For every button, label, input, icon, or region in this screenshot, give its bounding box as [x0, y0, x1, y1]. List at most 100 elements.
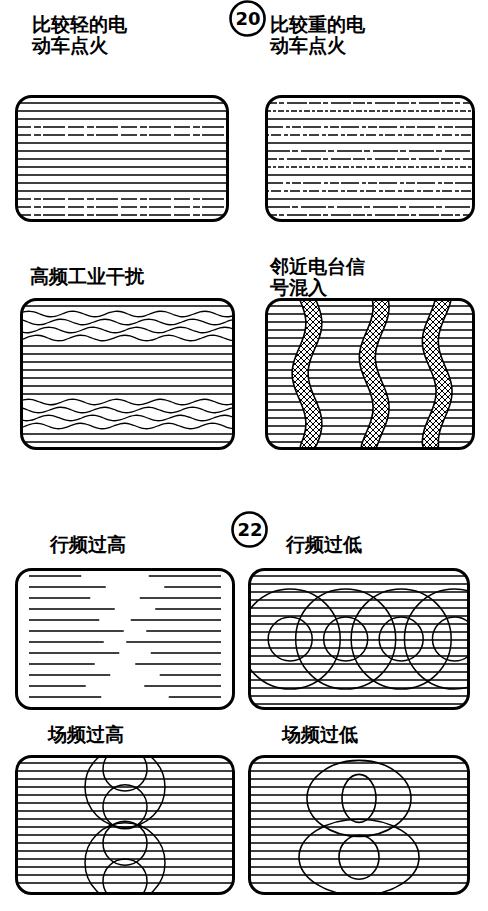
- screen-art: [248, 755, 470, 895]
- scan-line: [29, 575, 81, 576]
- wave-line: [22, 319, 233, 325]
- scan-line: [155, 608, 221, 609]
- scan-line: [29, 597, 90, 598]
- scan-line: [250, 786, 468, 787]
- scan-line: [149, 575, 221, 576]
- scan-line: [22, 377, 233, 378]
- scan-line: [17, 158, 227, 159]
- scan-line: [29, 663, 95, 664]
- scan-line: [250, 583, 468, 584]
- screen-caption: 行频过低: [286, 534, 362, 555]
- scan-line: [17, 882, 233, 883]
- scan-line: [267, 110, 473, 111]
- ring: [432, 617, 468, 661]
- tv-screen: 行频过低: [248, 568, 470, 710]
- scan-line: [17, 834, 233, 835]
- scan-line: [131, 619, 221, 620]
- scan-line: [17, 182, 227, 183]
- scan-line: [267, 198, 473, 199]
- scan-line: [17, 126, 227, 127]
- screen-art: [15, 568, 235, 710]
- scan-line: [22, 441, 233, 442]
- scan-line: [126, 641, 221, 642]
- scan-line: [135, 663, 221, 664]
- scan-line: [17, 166, 227, 167]
- scan-line: [267, 182, 473, 183]
- scan-line: [17, 818, 233, 819]
- scan-line: [17, 174, 227, 175]
- scan-line: [250, 850, 468, 851]
- scan-line: [250, 762, 468, 763]
- wave-line: [22, 311, 233, 317]
- tv-screen: 高频工业干扰: [20, 298, 235, 450]
- scan-line: [250, 842, 468, 843]
- scan-line: [267, 206, 473, 207]
- scan-line: [151, 652, 221, 653]
- scan-line: [22, 369, 233, 370]
- scan-line: [22, 393, 233, 394]
- screen-pattern: [267, 300, 473, 448]
- scan-line: [164, 586, 221, 587]
- screen-border: [17, 570, 234, 709]
- screen-pattern: [250, 576, 468, 704]
- scan-line: [29, 630, 124, 631]
- ring: [103, 757, 147, 791]
- screen-pattern: [29, 576, 221, 697]
- screen-border: [267, 97, 474, 221]
- wave-line: [22, 399, 233, 405]
- screen-pattern: [22, 306, 233, 442]
- screen-border: [17, 757, 234, 894]
- scan-line: [160, 674, 221, 675]
- wave-line: [22, 415, 233, 421]
- scan-line: [17, 190, 227, 191]
- screen-pattern: [267, 103, 473, 215]
- screen-ground: [250, 757, 469, 894]
- scan-line: [267, 118, 473, 119]
- screen-art: [15, 755, 235, 895]
- interference-band: [292, 300, 322, 448]
- ring: [299, 819, 419, 893]
- scan-line: [17, 778, 233, 779]
- figure-number: 20: [235, 9, 260, 29]
- scan-line: [250, 575, 468, 576]
- scan-line: [250, 639, 468, 640]
- screen-border: [250, 570, 469, 709]
- scan-line: [267, 174, 473, 175]
- scan-line: [250, 695, 468, 696]
- screen-ground: [17, 757, 234, 894]
- screen-pattern: [250, 760, 468, 893]
- scan-line: [17, 134, 227, 135]
- screen-caption: 行频过高: [50, 534, 126, 555]
- scan-line: [267, 190, 473, 191]
- scan-line: [250, 778, 468, 779]
- scan-line: [267, 142, 473, 143]
- screen-ground: [17, 570, 234, 709]
- scan-line: [17, 842, 233, 843]
- scan-line: [250, 866, 468, 867]
- scan-line: [250, 802, 468, 803]
- scan-line: [17, 762, 233, 763]
- scan-line: [169, 696, 221, 697]
- scan-line: [250, 858, 468, 859]
- scan-line: [29, 674, 110, 675]
- scan-line: [250, 882, 468, 883]
- circle-border: [231, 2, 265, 36]
- figure-number-circle: 22: [231, 511, 268, 548]
- scan-line: [17, 874, 233, 875]
- circle-border: [233, 513, 267, 547]
- figure-number-circle: 20: [229, 0, 266, 37]
- scan-line: [140, 597, 221, 598]
- ring: [351, 589, 451, 689]
- scan-line: [250, 599, 468, 600]
- scan-line: [250, 874, 468, 875]
- tv-screen: 邻近电台信 号混入: [265, 298, 475, 450]
- screen-caption: 比较轻的电 动车点火: [32, 14, 138, 56]
- scan-line: [250, 826, 468, 827]
- scan-line: [22, 433, 233, 434]
- ring: [85, 823, 165, 893]
- ring: [342, 774, 376, 822]
- tv-screen: 场频过低: [248, 755, 470, 895]
- scan-line: [17, 850, 233, 851]
- scan-line: [29, 619, 99, 620]
